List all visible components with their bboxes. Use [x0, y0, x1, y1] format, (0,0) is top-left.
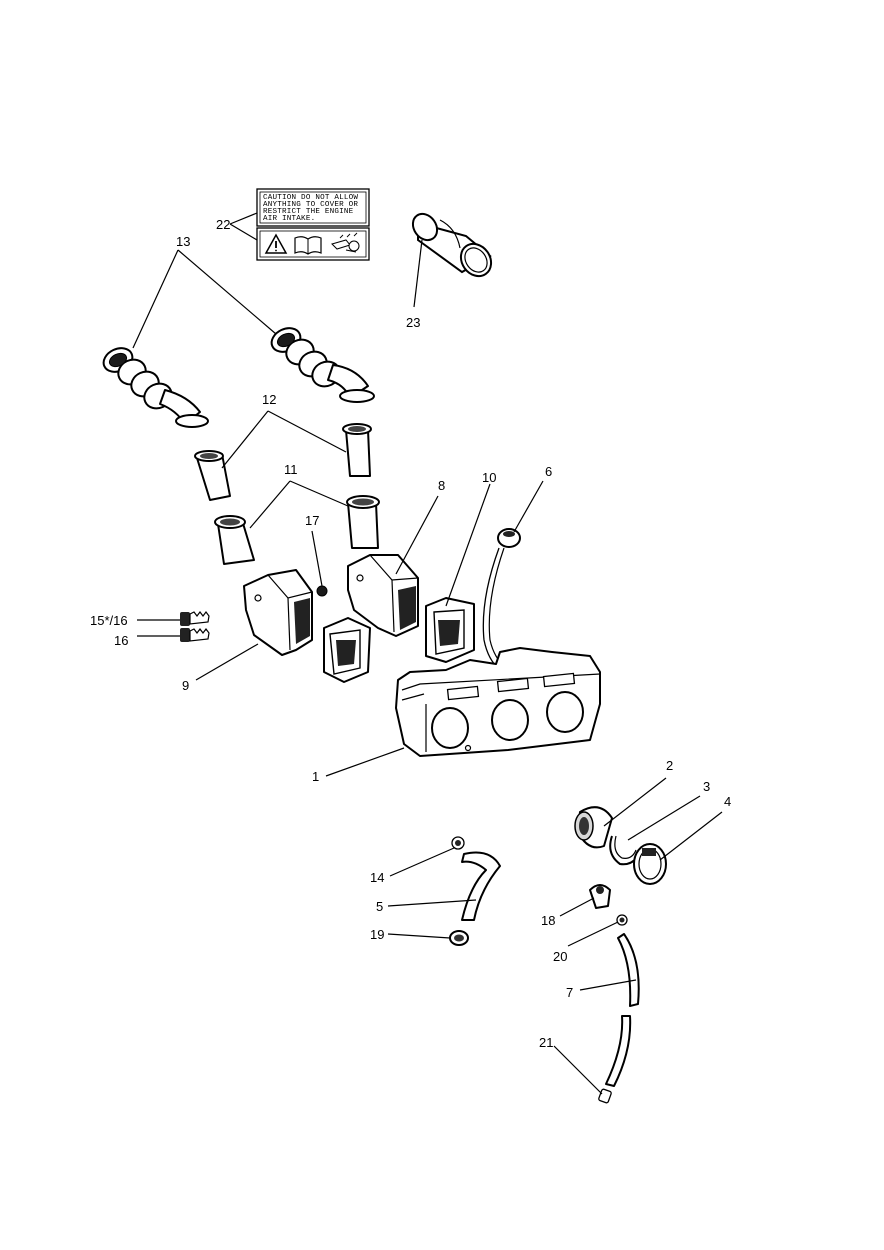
callout-9: 9 [182, 678, 189, 693]
caution-line-4: AIR INTAKE. [263, 215, 315, 223]
callout-5: 5 [376, 899, 383, 914]
callout-15-16: 15*/16 [90, 613, 128, 628]
callout-17: 17 [305, 513, 319, 528]
callout-8: 8 [438, 478, 445, 493]
clip-part-14 [451, 836, 465, 850]
rubber-coupling-part-2 [574, 806, 613, 849]
caution-line-3: RESTRICT THE ENGINE [263, 208, 354, 216]
inlet-duct-part-10 [425, 597, 475, 663]
callout-16: 16 [114, 633, 128, 648]
callout-22: 22 [216, 217, 230, 232]
warning-triangle-icon [264, 233, 288, 254]
air-intake-icon [331, 232, 360, 253]
drain-pipe-part-7 [605, 933, 640, 1087]
clip-part-19 [449, 930, 469, 946]
callout-19: 19 [370, 927, 384, 942]
inlet-duct-left [323, 617, 371, 683]
callout-13: 13 [176, 234, 190, 249]
callout-20: 20 [553, 949, 567, 964]
hose-clip-part-4 [633, 843, 667, 885]
plug-part-21 [598, 1088, 612, 1104]
sleeve-left-part-11 [214, 515, 255, 565]
callout-4: 4 [724, 794, 731, 809]
union-part-18 [589, 884, 611, 909]
callout-1: 1 [312, 769, 319, 784]
leader-lines [132, 212, 723, 1095]
caution-line-1: CAUTION DO NOT ALLOW [263, 194, 358, 202]
sleeve-right-part-12 [342, 423, 372, 477]
sleeve-left-part-12 [194, 450, 231, 501]
breather-pipe [482, 547, 501, 671]
corrugated-duct-left-part-13 [102, 347, 209, 428]
cap-part-6 [497, 528, 521, 548]
manual-book-icon [294, 236, 322, 255]
sleeve-right-part-11 [346, 495, 380, 549]
callout-2: 2 [666, 758, 673, 773]
callout-labels: 13 22 23 12 11 17 8 10 6 15*/16 16 9 1 2… [90, 217, 731, 1050]
callout-12: 12 [262, 392, 276, 407]
clip-part-20 [616, 914, 628, 926]
callout-10: 10 [482, 470, 496, 485]
callout-23: 23 [406, 315, 420, 330]
caution-line-2: ANYTHING TO COVER OR [263, 201, 358, 209]
callout-14: 14 [370, 870, 384, 885]
bolt-part-15-16 [180, 611, 210, 626]
callout-21: 21 [539, 1035, 553, 1050]
bolt-part-16 [180, 628, 210, 642]
intake-hose-part-23 [411, 212, 493, 278]
caution-label-part-22: CAUTION DO NOT ALLOW ANYTHING TO COVER O… [256, 188, 370, 261]
intake-bracket-part-9 [243, 569, 328, 656]
callout-7: 7 [566, 985, 573, 1000]
airbox-part-1 [395, 647, 601, 757]
callout-18: 18 [541, 913, 555, 928]
intake-duct-part-8 [347, 554, 419, 637]
corrugated-duct-right-part-13 [270, 327, 375, 403]
callout-6: 6 [545, 464, 552, 479]
breather-hose-part-5 [461, 851, 501, 921]
callout-3: 3 [703, 779, 710, 794]
callout-11: 11 [284, 462, 298, 477]
